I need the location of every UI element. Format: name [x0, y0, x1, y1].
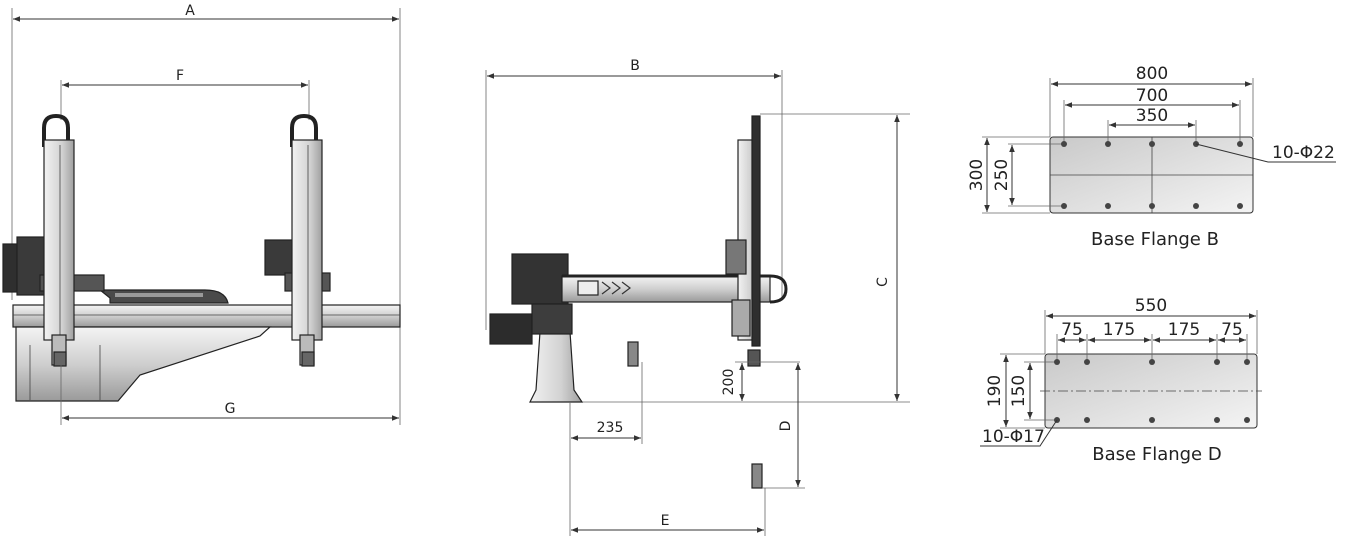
front-right-cable-loop: [290, 113, 318, 147]
side-lower-body: [731, 299, 751, 337]
dim-e-label: E: [661, 513, 670, 529]
front-base-pedestal: [15, 326, 272, 402]
dim-235-label: 235: [597, 420, 624, 436]
side-view: B C 200 D: [485, 58, 910, 536]
dim-d-label: D: [778, 421, 794, 432]
side-vertical-rail: [751, 115, 761, 347]
side-gripper-235: [627, 341, 639, 367]
flange-b-hole: [1149, 141, 1155, 147]
flange-b-hole: [1105, 141, 1111, 147]
side-gearbox: [531, 303, 573, 335]
front-right-motor: [264, 239, 296, 276]
flange-b-hole: [1061, 141, 1067, 147]
flange-b-350-label: 350: [1136, 106, 1168, 126]
dim-f-label: F: [176, 68, 184, 84]
flange-d-190-label: 190: [985, 375, 1005, 407]
dim-g-label: G: [225, 401, 236, 417]
flange-d-seg-label-1: 75: [1061, 320, 1083, 340]
flange-b-hole-leader: [1195, 143, 1336, 163]
side-arm-plate: [577, 280, 599, 296]
flange-d-hole: [1149, 417, 1155, 423]
flange-d-hole: [1084, 359, 1090, 365]
flange-b-300-label: 300: [967, 159, 987, 191]
flange-d-150-label: 150: [1009, 375, 1029, 407]
flange-d-holes: [1054, 359, 1250, 423]
front-left-cable-loop: [42, 113, 70, 147]
flange-b-holes: [1061, 141, 1243, 209]
flange-d-550-label: 550: [1135, 296, 1167, 316]
flange-d-hole: [1244, 359, 1250, 365]
front-left-arm: [2, 113, 105, 367]
flange-b-hole: [1237, 203, 1243, 209]
side-lower-motor: [489, 313, 533, 345]
front-left-gripper: [53, 351, 67, 367]
flange-b-250-label: 250: [992, 159, 1012, 191]
flange-d-hole: [1244, 417, 1250, 423]
side-arm-chevrons: [601, 281, 631, 295]
front-right-arm: [264, 113, 331, 367]
flange-b-caption: Base Flange B: [1091, 229, 1219, 250]
side-gripper-bottom: [751, 463, 763, 489]
flange-d-hole: [1214, 417, 1220, 423]
dim-a-label: A: [185, 3, 195, 19]
dim-200-label: 200: [721, 369, 737, 396]
flange-d-hole: [1214, 359, 1220, 365]
flange-d-caption: Base Flange D: [1092, 444, 1221, 465]
side-pillar: [529, 331, 584, 403]
front-left-vertical-axis: [43, 139, 75, 341]
side-carriage-block: [725, 239, 747, 275]
flange-d-seg-label-2: 175: [1103, 320, 1135, 340]
flange-d-hole-label: 10-Φ17: [982, 427, 1045, 447]
flange-b-hole: [1193, 203, 1199, 209]
flange-d-seg-label-3: 175: [1168, 320, 1200, 340]
flange-d-hole: [1149, 359, 1155, 365]
flange-b-800-label: 800: [1136, 64, 1168, 84]
side-arm-cable: [562, 274, 788, 304]
base-flange-b: 800 700 350 300 250: [967, 64, 1336, 250]
front-right-gripper: [301, 351, 315, 367]
dim-c-label: C: [875, 277, 891, 287]
side-upper-motor: [511, 253, 569, 305]
side-gripper-top: [747, 349, 761, 367]
front-left-side-motor: [2, 243, 18, 293]
flange-b-hole: [1149, 203, 1155, 209]
flange-d-seg-label-4: 75: [1221, 320, 1243, 340]
flange-b-hole: [1105, 203, 1111, 209]
flange-b-hole-label: 10-Φ22: [1272, 143, 1335, 163]
flange-b-hole: [1237, 141, 1243, 147]
flange-b-hole: [1061, 203, 1067, 209]
front-right-vertical-axis: [291, 139, 323, 341]
front-cable-chain-inner: [115, 293, 203, 297]
dim-b-label: B: [630, 58, 640, 74]
base-flange-d: 550 75 175 175 75 190 150: [980, 296, 1262, 465]
front-view: A F: [2, 3, 401, 425]
flange-b-700-label: 700: [1136, 86, 1168, 106]
flange-d-hole: [1084, 417, 1090, 423]
flange-d-hole-leader: [980, 419, 1058, 447]
flange-d-hole: [1054, 359, 1060, 365]
